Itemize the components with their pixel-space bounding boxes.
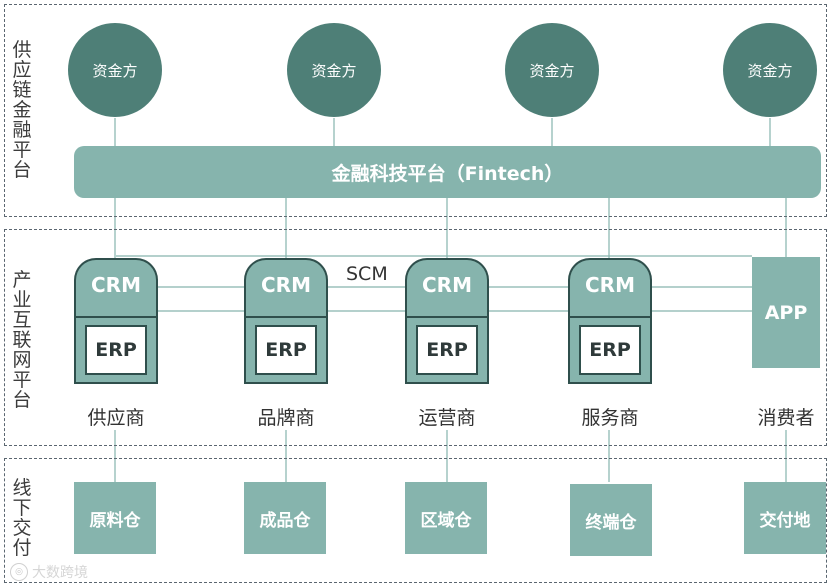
funder-circle-2: 资金方 xyxy=(287,23,381,117)
crm-module: CRM xyxy=(405,258,489,316)
node-operator: CRM ERP xyxy=(405,258,489,384)
funder-circle-3: 资金方 xyxy=(505,23,599,117)
erp-module: ERP xyxy=(255,325,317,375)
scm-label: SCM xyxy=(344,263,390,285)
industry-platform-label: 产业互联网平台 xyxy=(12,269,32,411)
node-supplier: CRM ERP xyxy=(74,258,158,384)
erp-container: ERP xyxy=(405,316,489,384)
delivery-location: 交付地 xyxy=(744,482,826,554)
role-consumer: 消费者 xyxy=(757,407,815,429)
erp-module: ERP xyxy=(85,325,147,375)
app-module: APP xyxy=(752,257,820,368)
warehouse-raw-material: 原料仓 xyxy=(74,482,156,554)
warehouse-regional: 区域仓 xyxy=(405,482,487,554)
funder-circle-4: 资金方 xyxy=(723,23,817,117)
finance-platform-label: 供应链金融平台 xyxy=(12,39,32,181)
erp-container: ERP xyxy=(244,316,328,384)
finance-platform-section xyxy=(4,4,827,217)
industry-platform-section xyxy=(4,229,827,446)
role-brand: 品牌商 xyxy=(257,407,315,429)
crm-module: CRM xyxy=(568,258,652,316)
crm-module: CRM xyxy=(244,258,328,316)
role-operator: 运营商 xyxy=(418,407,476,429)
warehouse-finished-goods: 成品仓 xyxy=(244,482,326,554)
erp-container: ERP xyxy=(568,316,652,384)
watermark-text: 大数跨境 xyxy=(32,565,88,581)
offline-delivery-section xyxy=(4,458,827,583)
erp-container: ERP xyxy=(74,316,158,384)
erp-module: ERP xyxy=(579,325,641,375)
role-service-provider: 服务商 xyxy=(581,407,639,429)
watermark: ◎ 大数跨境 xyxy=(10,562,88,582)
fintech-platform-bar: 金融科技平台（Fintech） xyxy=(74,146,821,198)
erp-module: ERP xyxy=(416,325,478,375)
node-service-provider: CRM ERP xyxy=(568,258,652,384)
role-supplier: 供应商 xyxy=(87,407,145,429)
watermark-logo-icon: ◎ xyxy=(10,563,28,581)
funder-circle-1: 资金方 xyxy=(68,23,162,117)
warehouse-terminal: 终端仓 xyxy=(570,484,652,556)
offline-delivery-label: 线下交付 xyxy=(12,477,32,559)
crm-module: CRM xyxy=(74,258,158,316)
node-brand: CRM ERP xyxy=(244,258,328,384)
